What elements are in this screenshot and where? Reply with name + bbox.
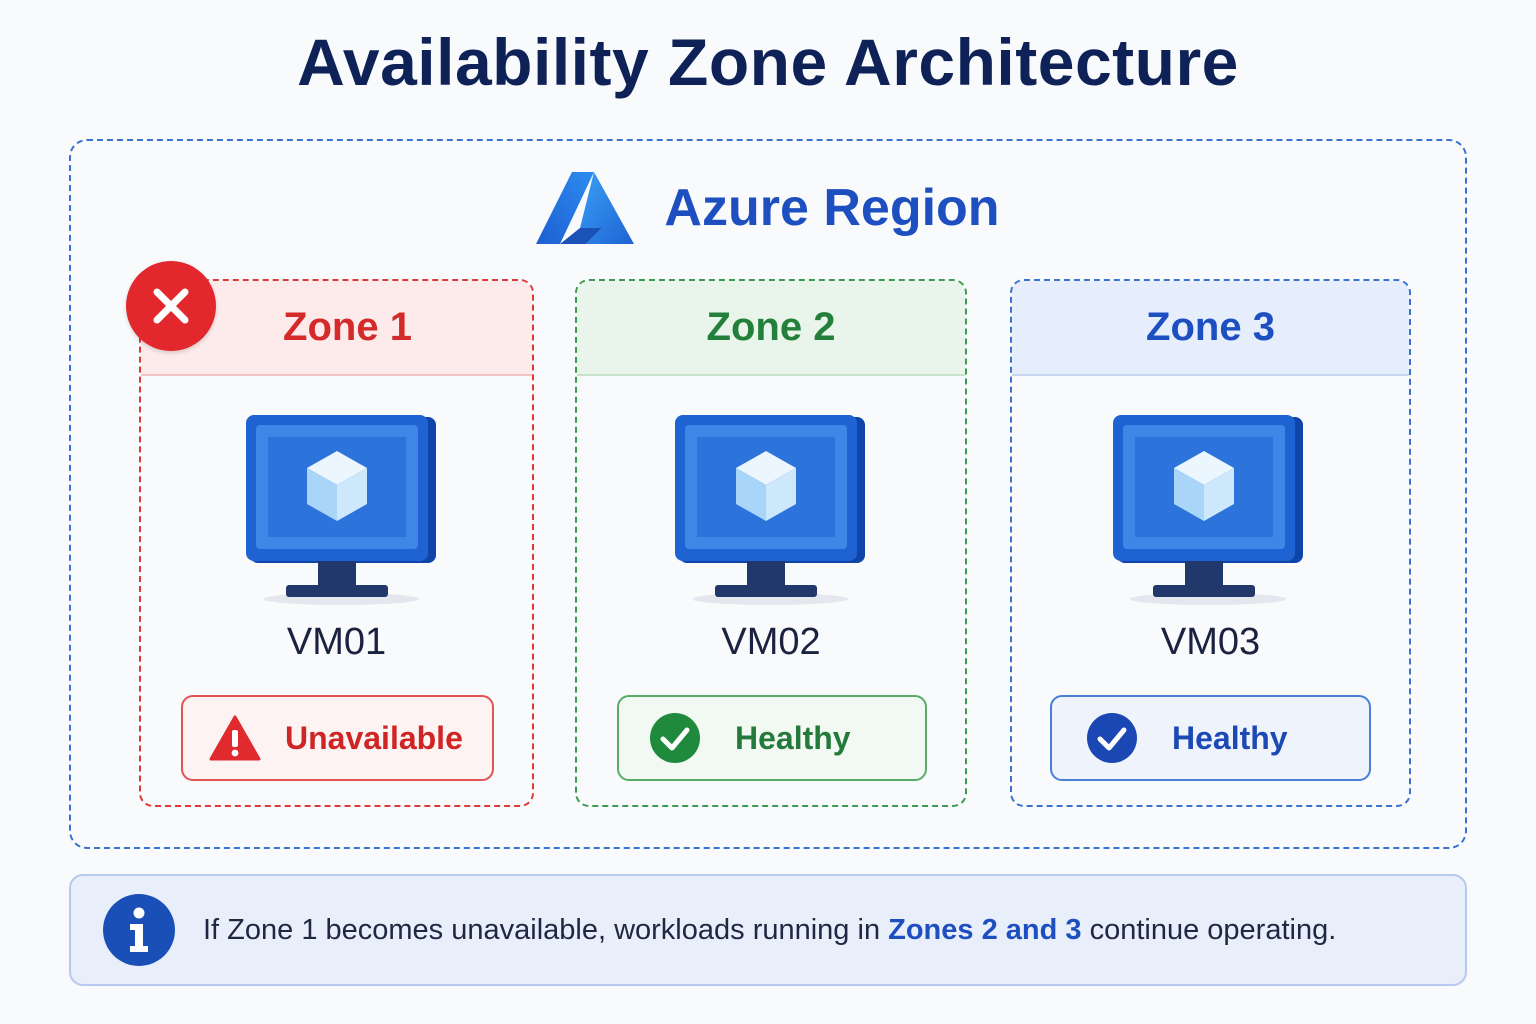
page-title: Availability Zone Architecture (297, 25, 1239, 99)
error-x-icon (126, 261, 216, 351)
status-label: Unavailable (285, 719, 463, 756)
info-text-before: If Zone 1 becomes unavailable, workloads… (203, 913, 889, 946)
info-message: If Zone 1 becomes unavailable, workloads… (203, 914, 1336, 947)
warning-triangle-icon (209, 715, 261, 761)
info-banner: If Zone 1 becomes unavailable, workloads… (69, 874, 1467, 986)
virtual-machine-monitor-icon (1113, 415, 1303, 610)
info-text-highlight: Zones 2 and 3 (888, 913, 1082, 946)
status-badge: Healthy (617, 695, 927, 781)
status-badge: Unavailable (181, 695, 494, 781)
zone-2-header: Zone 2 (577, 281, 965, 376)
vm-name: VM02 (721, 621, 821, 663)
zone-3-header: Zone 3 (1012, 281, 1409, 376)
status-label: Healthy (1172, 719, 1288, 756)
vm-name: VM01 (286, 621, 387, 663)
vm-name: VM03 (1160, 621, 1261, 663)
zone-3-box: Zone 3 VM03 Healthy (1010, 279, 1411, 807)
zone-3-title: Zone 3 (1146, 305, 1275, 349)
region-title: Azure Region (664, 179, 1000, 237)
virtual-machine-monitor-icon (675, 415, 865, 610)
virtual-machine-monitor-icon (246, 415, 436, 610)
azure-region-boundary (69, 139, 1467, 849)
zone-2-title: Zone 2 (706, 305, 836, 349)
info-text-after: continue operating. (1081, 913, 1337, 946)
info-icon (103, 894, 175, 966)
check-circle-icon (1086, 712, 1138, 764)
check-circle-icon (649, 712, 701, 764)
zone-1-title: Zone 1 (283, 305, 412, 349)
region-header: Azure Region (0, 168, 1536, 248)
azure-logo-icon (536, 170, 635, 246)
zone-2-box: Zone 2 VM02 Healthy (575, 279, 967, 807)
status-badge: Healthy (1050, 695, 1371, 781)
zone-1-box: Zone 1 VM01 Unavailable (126, 261, 534, 807)
status-label: Healthy (735, 719, 851, 756)
